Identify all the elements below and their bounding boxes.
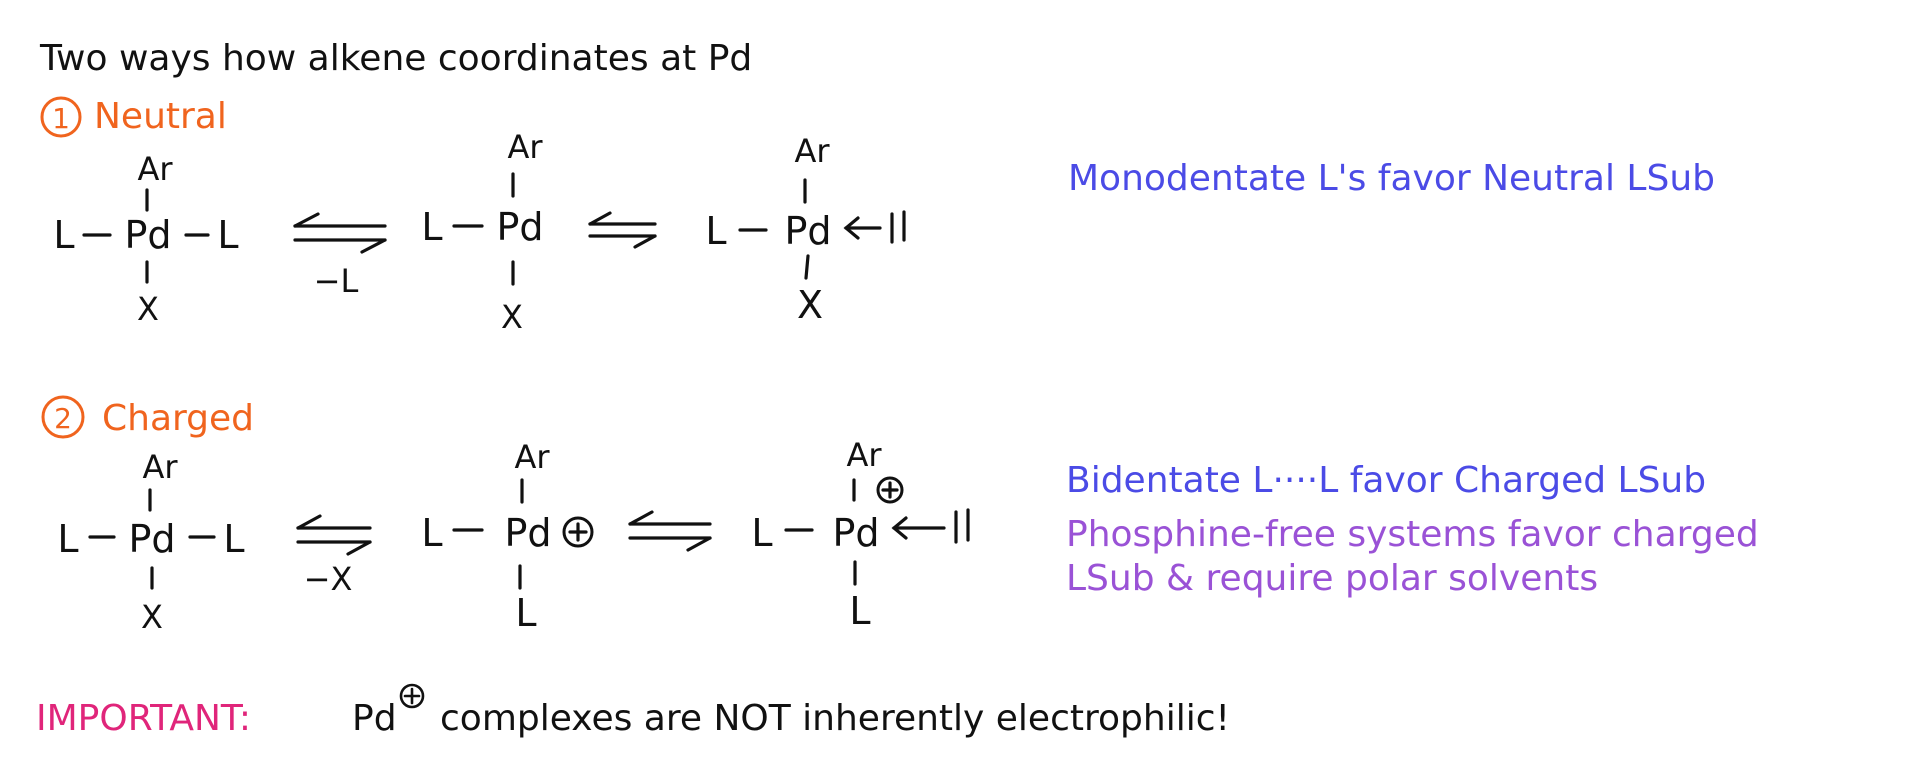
neutral-complex-3: Ar L Pd X	[705, 132, 906, 327]
section-2-number-circle	[41, 395, 85, 439]
ligand-left: L	[57, 517, 78, 561]
metal-center: Pd	[496, 205, 543, 249]
bond-bottom	[804, 254, 810, 280]
ligand-top: Ar	[846, 436, 882, 474]
equilibrium-arrow-1	[293, 212, 387, 254]
equilibrium-arrow-3	[296, 514, 372, 556]
ligand-left: L	[421, 205, 442, 249]
ligand-right: L	[217, 213, 238, 257]
charged-complex-2: Ar L Pd L	[421, 438, 594, 635]
section-1-heading: 1 Neutral	[40, 96, 227, 138]
metal-center: Pd	[128, 517, 175, 561]
important-text: complexes are NOT inherently electrophil…	[440, 698, 1230, 739]
section-2-number: 2	[54, 402, 72, 435]
coordination-arrowhead	[891, 516, 908, 540]
important-pd: Pd	[352, 698, 397, 739]
important-label: IMPORTANT:	[36, 698, 251, 739]
ligand-left: L	[751, 511, 772, 555]
ligand-bottom: L	[849, 589, 870, 633]
arrow-3-label: −X	[304, 560, 353, 598]
important-note: IMPORTANT: Pd complexes are NOT inherent…	[36, 683, 1230, 739]
important-charge-icon	[399, 683, 425, 709]
section-1-note: Monodentate L's favor Neutral LSub	[1068, 158, 1715, 199]
ligand-right: L	[223, 517, 244, 561]
equilibrium-arrow-2	[588, 211, 657, 249]
charge-plus-icon	[562, 516, 594, 548]
charged-complex-3: Ar L Pd L	[751, 436, 970, 633]
section-1-number-circle	[40, 96, 82, 138]
section-2-note-1: Bidentate L····L favor Charged LSub	[1066, 460, 1706, 501]
metal-center: Pd	[784, 209, 831, 253]
metal-center: Pd	[124, 213, 171, 257]
section-1-label: Neutral	[94, 96, 227, 137]
ligand-top: Ar	[514, 438, 550, 476]
ligand-left: L	[705, 209, 726, 253]
coordination-arrowhead	[843, 216, 860, 240]
ligand-bottom: X	[141, 598, 163, 636]
neutral-complex-1: Ar L Pd L X	[53, 150, 238, 328]
ligand-top: Ar	[507, 128, 543, 166]
ligand-bottom: L	[515, 591, 536, 635]
ligand-bottom: X	[501, 298, 523, 336]
section-2-note-2-line-2: LSub & require polar solvents	[1066, 558, 1598, 599]
arrow-1-label: −L	[314, 262, 359, 300]
diagram-title: Two ways how alkene coordinates at Pd	[39, 38, 752, 79]
metal-center: Pd	[504, 511, 551, 555]
ligand-bottom: X	[797, 283, 823, 327]
section-2-heading: 2 Charged	[41, 395, 254, 439]
ligand-left: L	[53, 213, 74, 257]
section-2-note-2-line-1: Phosphine-free systems favor charged	[1066, 514, 1759, 555]
section-2-label: Charged	[102, 398, 254, 439]
ligand-top: Ar	[142, 448, 178, 486]
ligand-left: L	[421, 511, 442, 555]
ligand-bottom: X	[137, 290, 159, 328]
charged-complex-1: Ar L Pd L X	[57, 448, 244, 636]
charge-plus-icon	[876, 476, 904, 504]
equilibrium-arrow-4	[628, 510, 712, 552]
neutral-complex-2: Ar L Pd X	[421, 128, 543, 336]
ligand-top: Ar	[794, 132, 830, 170]
metal-center: Pd	[832, 511, 879, 555]
section-1-number: 1	[52, 102, 70, 135]
ligand-top: Ar	[137, 150, 173, 188]
